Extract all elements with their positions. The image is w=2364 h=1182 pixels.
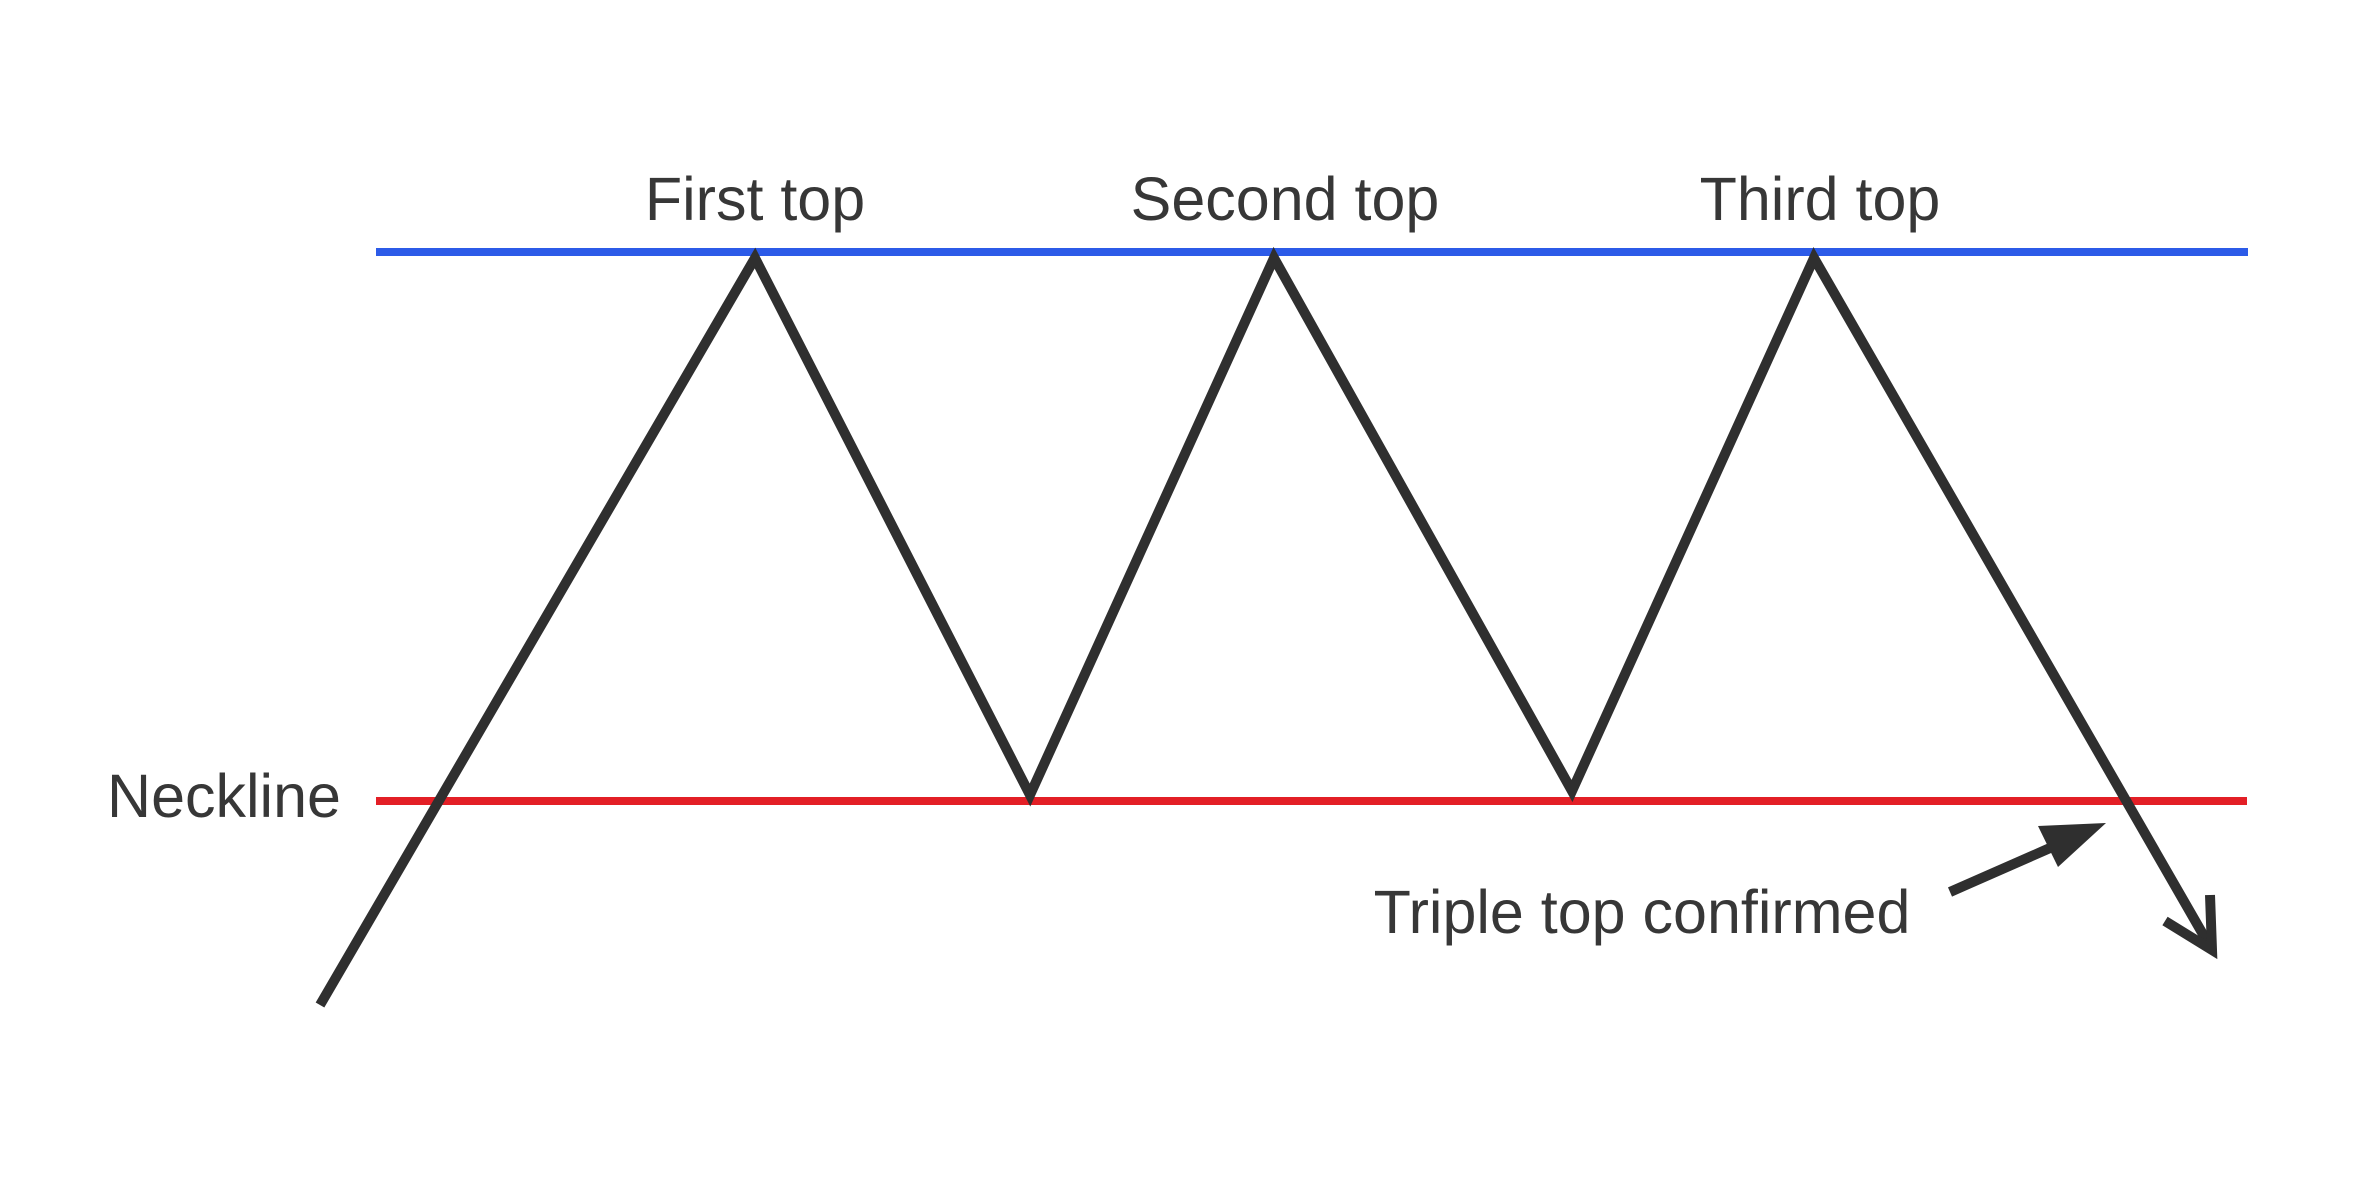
label-first-top: First top bbox=[645, 165, 865, 233]
price-line bbox=[315, 246, 2217, 1008]
annotation-arrowhead-icon bbox=[2038, 823, 2106, 867]
label-triple-top-confirmed: Triple top confirmed bbox=[1374, 878, 1911, 946]
annotation-arrow-shaft bbox=[1947, 843, 2053, 897]
label-third-top: Third top bbox=[1700, 165, 1941, 233]
label-second-top: Second top bbox=[1131, 165, 1440, 233]
price-arrowhead-icon bbox=[2162, 894, 2218, 960]
label-neckline: Neckline bbox=[107, 762, 341, 830]
